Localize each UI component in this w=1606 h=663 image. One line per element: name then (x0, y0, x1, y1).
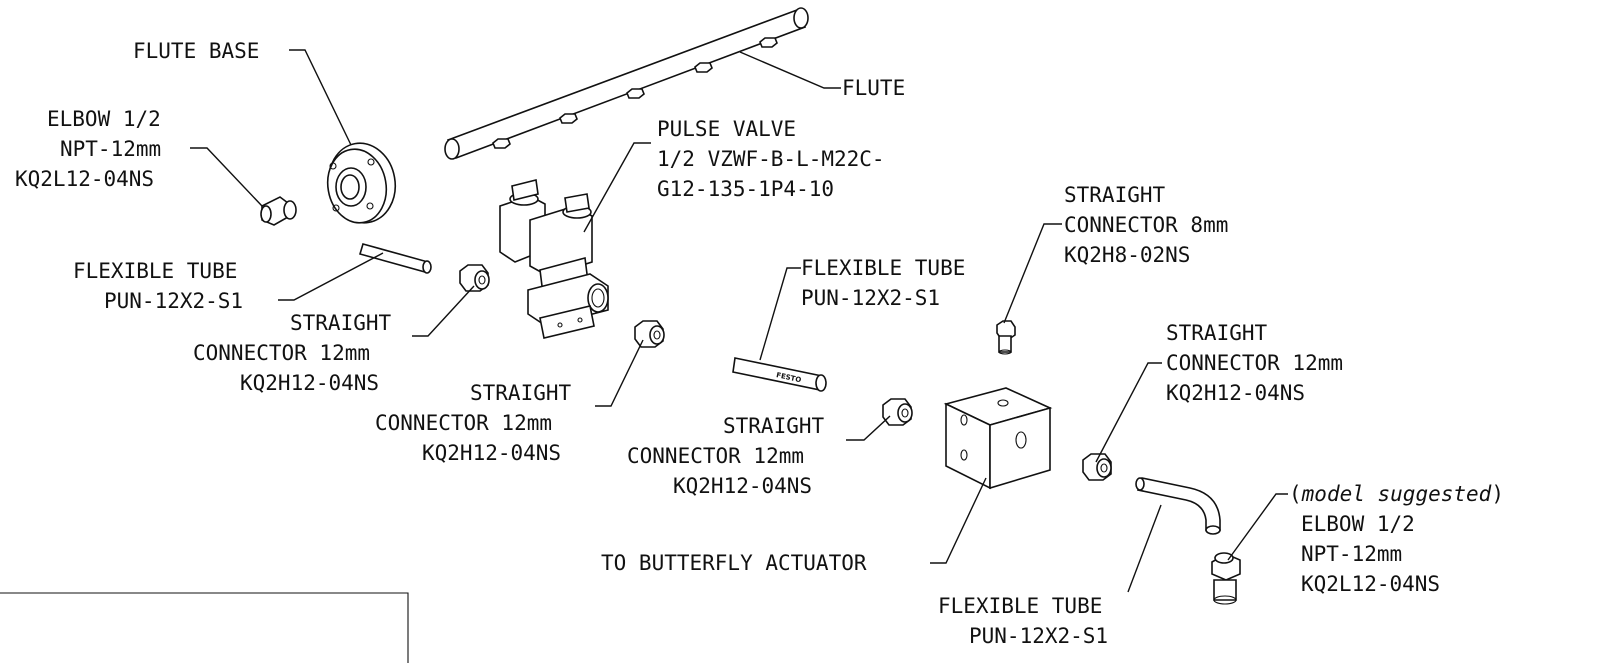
straight-connector-4-label-line3: KQ2H12-04NS (1166, 381, 1305, 405)
pulse-valve-part (499, 179, 609, 339)
elbow-right-label-line2: NPT-12mm (1301, 542, 1402, 566)
straight-connector-3-part (882, 398, 913, 426)
flexible-tube-2-label-line1: FLEXIBLE TUBE (801, 256, 965, 280)
straight-connector-1-part (459, 264, 490, 292)
straight-connector-8mm-label-line2: CONNECTOR 8mm (1064, 213, 1228, 237)
straight-connector-4-label-line1: STRAIGHT (1166, 321, 1268, 345)
elbow-right-label-line1: ELBOW 1/2 (1301, 512, 1415, 536)
straight-connector-3-label-line2: CONNECTOR 12mm (627, 444, 804, 468)
elbow-left-part (260, 196, 297, 226)
flute-label: FLUTE (842, 76, 905, 100)
title-block-border (0, 592, 409, 663)
flexible-tube-1-label-line1: FLEXIBLE TUBE (73, 259, 237, 283)
open-paren: ( (1289, 482, 1302, 506)
leader-lines (190, 49, 1288, 593)
straight-connector-2-part (634, 320, 665, 348)
straight-connector-3-label-line3: KQ2H12-04NS (673, 474, 812, 498)
straight-connector-2-label-line3: KQ2H12-04NS (422, 441, 561, 465)
straight-connector-1-label-line2: CONNECTOR 12mm (193, 341, 370, 365)
pulse-valve-label-line1: PULSE VALVE (657, 117, 796, 141)
straight-connector-3-label-line1: STRAIGHT (723, 414, 825, 438)
flute-base-label: FLUTE BASE (133, 39, 259, 63)
straight-connector-1-label-line1: STRAIGHT (290, 311, 392, 335)
flute-base-part (326, 142, 397, 224)
flexible-tube-1-label-line2: PUN-12X2-S1 (104, 289, 243, 313)
straight-connector-4-label-line2: CONNECTOR 12mm (1166, 351, 1343, 375)
elbow-right-part (1211, 552, 1241, 605)
close-paren: ) (1491, 482, 1504, 506)
flexible-tube-3-part (1135, 477, 1221, 535)
straight-connector-2-label-line1: STRAIGHT (470, 381, 572, 405)
actuator-block-part (943, 387, 1053, 490)
straight-connector-1-label-line3: KQ2H12-04NS (240, 371, 379, 395)
elbow-left-label-line3: KQ2L12-04NS (15, 167, 154, 191)
straight-connector-2-label-line2: CONNECTOR 12mm (375, 411, 552, 435)
straight-connector-8mm-part (996, 320, 1016, 355)
elbow-left-label-line2: NPT-12mm (60, 137, 161, 161)
model-suggested-note: model suggested (1301, 482, 1492, 506)
flute-part (444, 7, 809, 160)
flexible-tube-2-label-line2: PUN-12X2-S1 (801, 286, 940, 310)
flexible-tube-3-label-line1: FLEXIBLE TUBE (938, 594, 1102, 618)
straight-connector-8mm-label-line3: KQ2H8-02NS (1064, 243, 1190, 267)
elbow-right-note-line: (model suggested) (1289, 482, 1504, 506)
straight-connector-4-part (1082, 453, 1112, 481)
flexible-tube-2-part: FESTO (732, 357, 827, 392)
elbow-right-label-line3: KQ2L12-04NS (1301, 572, 1440, 596)
elbow-left-label-line1: ELBOW 1/2 (47, 107, 161, 131)
butterfly-actuator-label: TO BUTTERFLY ACTUATOR (601, 551, 867, 575)
pulse-valve-label-line2: 1/2 VZWF-B-L-M22C- (657, 147, 885, 171)
flexible-tube-3-label-line2: PUN-12X2-S1 (969, 624, 1108, 648)
pulse-valve-label-line3: G12-135-1P4-10 (657, 177, 834, 201)
flexible-tube-1-part (358, 243, 432, 274)
straight-connector-8mm-label-line1: STRAIGHT (1064, 183, 1166, 207)
